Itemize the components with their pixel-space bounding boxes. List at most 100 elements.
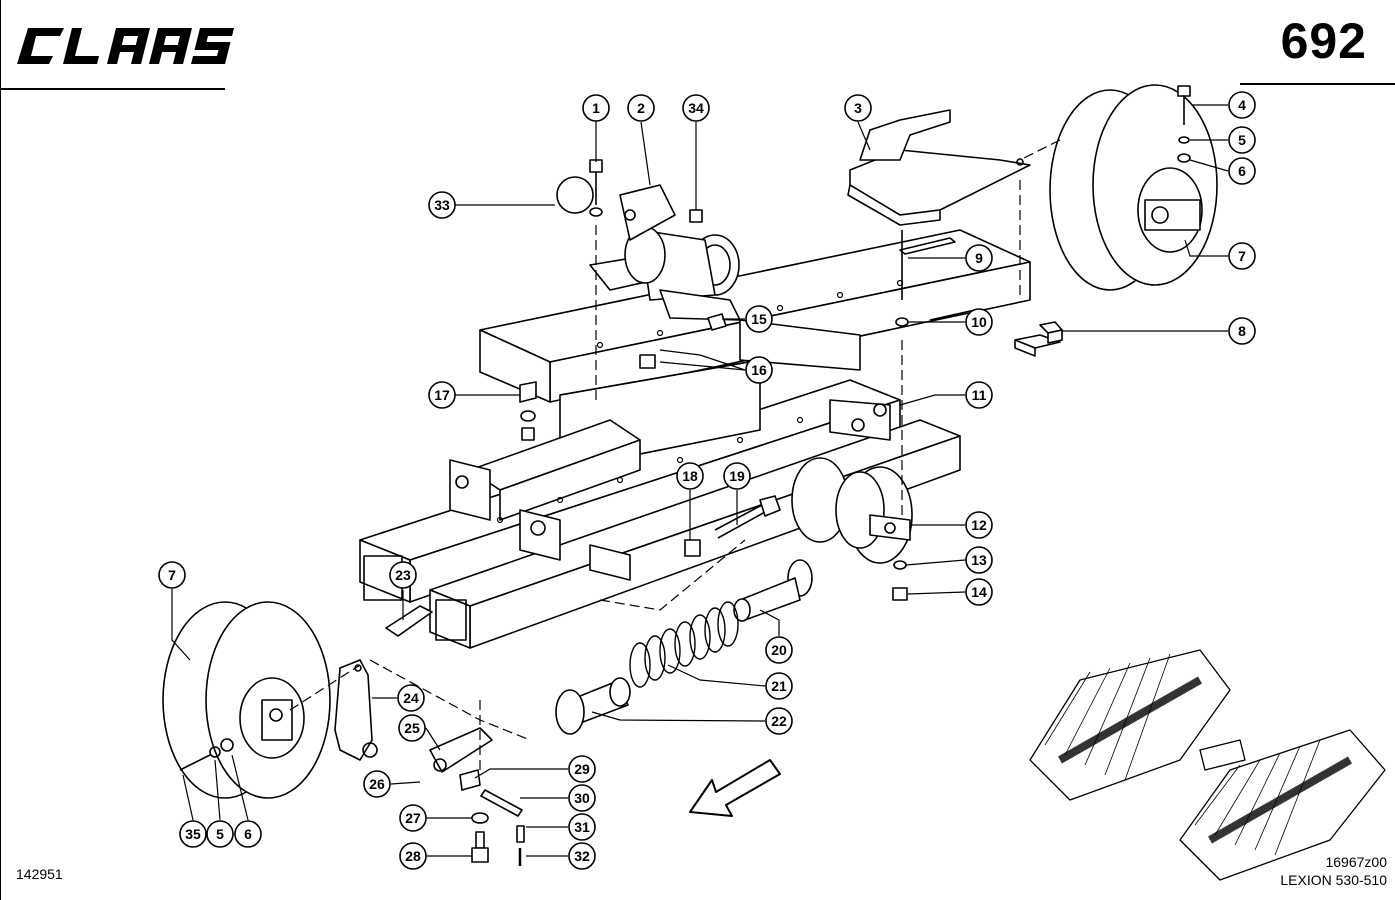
callout-number: 15: [751, 311, 767, 327]
callout-circle: [745, 356, 773, 384]
callout-number: 7: [168, 567, 176, 583]
track-thumbnail: [1029, 649, 1386, 881]
callout-circle: [965, 578, 993, 606]
callout-19: 19: [723, 462, 751, 490]
callout-28: 28: [399, 842, 427, 870]
callout-circle: [844, 94, 872, 122]
callout-circle: [965, 546, 993, 574]
callout-25: 25: [398, 714, 426, 742]
callout-7: 7: [1228, 242, 1256, 270]
callout-8: 8: [1228, 317, 1256, 345]
track-roller: [791, 457, 913, 564]
callout-number: 30: [574, 790, 590, 806]
callout-circle: [428, 191, 456, 219]
callout-number: 6: [244, 826, 252, 842]
callout-number: 24: [403, 690, 419, 706]
callout-11: 11: [965, 381, 993, 409]
tension-spring-assembly: [555, 559, 813, 735]
callout-9: 9: [965, 244, 993, 272]
callout-23: 23: [389, 561, 417, 589]
callout-number: 35: [185, 826, 201, 842]
callout-number: 33: [434, 197, 450, 213]
callout-circle: [179, 820, 207, 848]
callout-31: 31: [568, 813, 596, 841]
callout-circle: [206, 820, 234, 848]
callout-6: 6: [1228, 157, 1256, 185]
callout-1: 1: [582, 94, 610, 122]
bolt-19: [714, 495, 781, 539]
callout-circle: [1228, 317, 1256, 345]
figure-id: 142951: [16, 866, 63, 882]
callout-circle: [399, 842, 427, 870]
callout-number: 11: [972, 387, 987, 403]
callout-number: 28: [405, 848, 421, 864]
callout-circle: [723, 462, 751, 490]
callout-number: 9: [975, 250, 983, 266]
callout-number: 26: [369, 776, 385, 792]
callout-number: 8: [1238, 323, 1246, 339]
slide-blocks: [1014, 321, 1063, 357]
callout-22: 22: [765, 707, 793, 735]
callout-number: 21: [771, 678, 787, 694]
callout-2: 2: [627, 94, 655, 122]
callout-5: 5: [206, 820, 234, 848]
callout-18: 18: [676, 462, 704, 490]
callout-33: 33: [428, 191, 456, 219]
callout-number: 32: [574, 848, 590, 864]
callout-17: 17: [428, 381, 456, 409]
claas-logo: [17, 28, 235, 64]
callout-circle: [1228, 242, 1256, 270]
callout-number: 27: [405, 810, 421, 826]
callout-15: 15: [745, 305, 773, 333]
callout-30: 30: [568, 784, 596, 812]
callout-number: 25: [404, 720, 420, 736]
callout-circle: [965, 381, 993, 409]
callout-12: 12: [965, 511, 993, 539]
callout-circle: [627, 94, 655, 122]
callout-number: 31: [574, 819, 590, 835]
callout-13: 13: [965, 546, 993, 574]
callout-6: 6: [234, 820, 262, 848]
callout-circle: [363, 770, 391, 798]
callout-number: 12: [971, 517, 987, 533]
callout-circle: [582, 94, 610, 122]
callout-21: 21: [765, 672, 793, 700]
callout-32: 32: [568, 842, 596, 870]
callout-number: 5: [216, 826, 224, 842]
callout-number: 4: [1238, 97, 1246, 113]
callout-circle: [1228, 91, 1256, 119]
callout-number: 6: [1238, 163, 1246, 179]
callout-14: 14: [965, 578, 993, 606]
callout-circle: [428, 381, 456, 409]
callout-circle: [682, 94, 710, 122]
callout-4: 4: [1228, 91, 1256, 119]
idler-wheel-top: [1049, 84, 1218, 291]
callout-number: 17: [434, 387, 450, 403]
callout-number: 16: [751, 362, 767, 378]
callout-5: 5: [1228, 126, 1256, 154]
callout-35: 35: [179, 820, 207, 848]
callout-circle: [568, 813, 596, 841]
callout-number: 14: [971, 584, 987, 600]
page-number: 692: [1280, 13, 1367, 69]
callout-number: 18: [682, 468, 698, 484]
bracket-plate: [847, 109, 1031, 226]
callout-circle: [745, 305, 773, 333]
direction-arrow: [689, 759, 781, 817]
callout-26: 26: [363, 770, 391, 798]
bearing-housing: [589, 184, 741, 321]
callout-circle: [158, 561, 186, 589]
callout-number: 19: [729, 468, 745, 484]
callout-circle: [234, 820, 262, 848]
callout-number: 22: [771, 713, 787, 729]
callout-circle: [765, 636, 793, 664]
callout-number: 20: [771, 642, 787, 658]
callout-circle: [965, 511, 993, 539]
clevis-25: [429, 727, 493, 773]
callout-7: 7: [158, 561, 186, 589]
model-name: LEXION 530-510: [1280, 872, 1387, 888]
callout-16: 16: [745, 356, 773, 384]
callout-number: 29: [574, 761, 590, 777]
